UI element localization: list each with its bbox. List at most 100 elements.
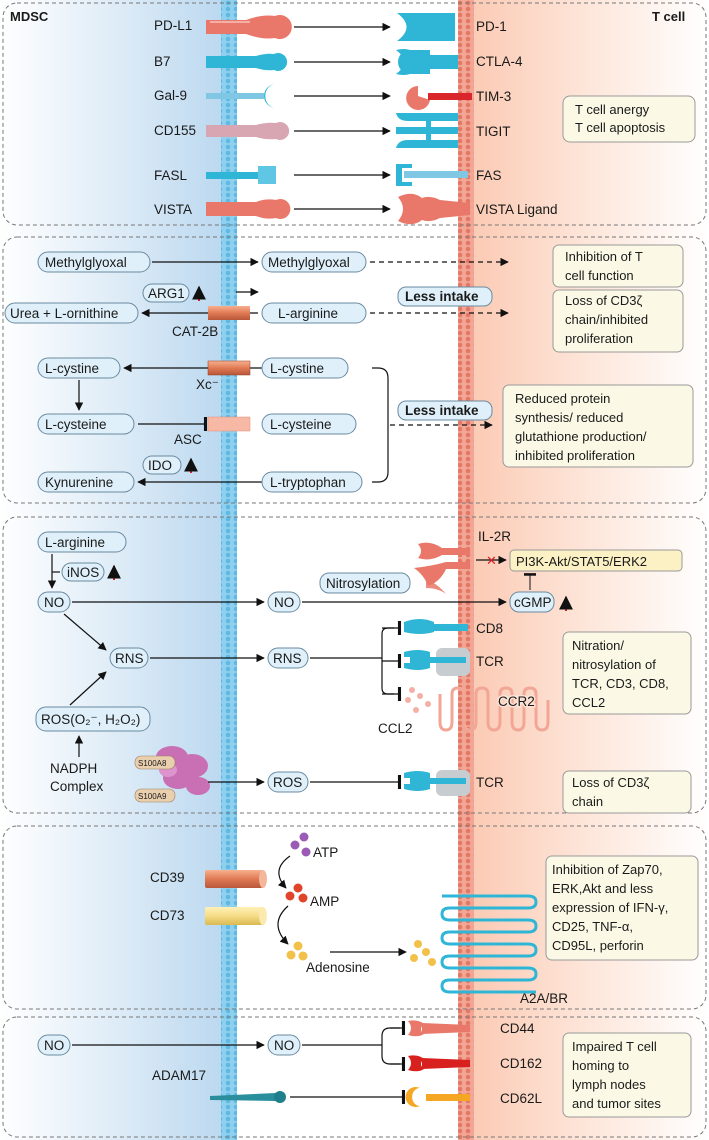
l-cystine-t: L-cystine bbox=[270, 361, 324, 376]
cd8-head bbox=[404, 619, 434, 634]
cat-2b-label: CAT-2B bbox=[172, 324, 218, 339]
amp-molecules bbox=[285, 883, 308, 903]
cd62l-label: CD62L bbox=[500, 1091, 543, 1106]
p3-out1-line2: nitrosylation of bbox=[572, 657, 656, 672]
p2-out1-line2: cell function bbox=[565, 268, 634, 283]
s100a9-label: S100A9 bbox=[138, 792, 167, 801]
ligand-gal-9: Gal-9 bbox=[154, 88, 187, 103]
outcome-box-p3-2 bbox=[562, 770, 692, 814]
l-arginine-t: L-arginine bbox=[278, 306, 338, 321]
l-arginine-p3: L-arginine bbox=[45, 535, 105, 550]
arg1-label: ARG1 bbox=[148, 286, 185, 301]
a2a-br-label: A2A/BR bbox=[520, 991, 568, 1006]
cd39-label: CD39 bbox=[150, 870, 185, 885]
no-t-box bbox=[267, 591, 301, 613]
less-intake-1: Less intake bbox=[405, 289, 479, 304]
arg1-box bbox=[142, 283, 190, 303]
s100a9-box bbox=[134, 788, 176, 803]
outcome-apoptosis: T cell apoptosis bbox=[575, 120, 666, 135]
p4-out-line3: expression of IFN-γ, bbox=[552, 900, 668, 915]
adenosine-label: Adenosine bbox=[306, 960, 370, 975]
cd8-shape bbox=[432, 624, 468, 631]
pathway-box bbox=[509, 549, 683, 572]
receptor-pd-1: PD-1 bbox=[476, 19, 507, 34]
ros-mdsc-label: ROS(O₂⁻, H₂O₂) bbox=[41, 712, 140, 727]
panel-checkpoints: PD-L1 PD-1 B7 CTLA-4 Gal-9 TIM-3 CD155 bbox=[154, 13, 696, 225]
atp-label: ATP bbox=[313, 845, 338, 860]
ligand-pd-l1: PD-L1 bbox=[154, 18, 192, 33]
gal-9-stalk bbox=[206, 93, 264, 99]
no-p5-t-box bbox=[267, 1034, 301, 1056]
urea-box bbox=[4, 302, 139, 324]
arrow-atp-amp bbox=[277, 855, 291, 889]
tim-3-shape bbox=[428, 93, 472, 100]
s100a8-label: S100A8 bbox=[138, 759, 167, 768]
kynurenine-box bbox=[37, 471, 135, 493]
l-cystine-mdsc: L-cystine bbox=[45, 361, 99, 376]
outcome-box-p2-1 bbox=[552, 244, 684, 288]
rns-mdsc: RNS bbox=[115, 651, 144, 666]
p5-out-line2: homing to bbox=[572, 1058, 629, 1073]
vista-shape bbox=[206, 199, 291, 219]
tigit-shape bbox=[396, 113, 458, 148]
methylglyoxal-t-box bbox=[261, 251, 367, 273]
tcr-shape-2 bbox=[404, 770, 470, 796]
fas-shape bbox=[404, 171, 468, 178]
tim-3-head bbox=[406, 86, 430, 110]
nadph-line2: Complex bbox=[50, 779, 104, 794]
p5-bracket bbox=[381, 1027, 400, 1065]
no-t: NO bbox=[274, 595, 294, 610]
inos-box bbox=[61, 562, 105, 582]
l-tryptophan-t: L-tryptophan bbox=[270, 475, 346, 490]
ligand-fasl: FASL bbox=[154, 168, 188, 183]
p2-out2-line1: Loss of CD3ζ bbox=[565, 293, 643, 308]
mdsc-header: MDSC bbox=[10, 9, 49, 24]
gal-9-shape bbox=[264, 84, 276, 108]
cd155-shape bbox=[206, 122, 290, 140]
l-arginine-box bbox=[261, 302, 367, 324]
cgmp-label: cGMP bbox=[514, 595, 552, 610]
p2-out3-line1: Reduced protein bbox=[515, 391, 610, 406]
ctla-4-shape bbox=[396, 50, 430, 74]
cd44-shape bbox=[422, 1023, 470, 1034]
rns-t-box bbox=[267, 647, 309, 669]
nadph-line1: NADPH bbox=[50, 761, 97, 776]
urea-label: Urea + L-ornithine bbox=[10, 306, 118, 321]
s100a8-box bbox=[134, 755, 176, 770]
nitrosylation-box bbox=[319, 572, 411, 594]
outcome-box-p4 bbox=[545, 855, 699, 961]
pd-1-shape bbox=[397, 13, 455, 41]
panel-homing: NO NO CD44 CD162 ADAM17 CD62L Impaired T… bbox=[37, 1020, 692, 1118]
ligand-vista: VISTA bbox=[154, 202, 192, 217]
nitrosylation-label: Nitrosylation bbox=[326, 576, 400, 591]
cd73-label: CD73 bbox=[150, 908, 185, 923]
p3-out1-line3: TCR, CD3, CD8, bbox=[572, 676, 669, 691]
cd62l-head bbox=[405, 1087, 420, 1107]
less-intake-box-2 bbox=[397, 400, 493, 421]
cd62l-shape bbox=[426, 1094, 470, 1101]
rns-t: RNS bbox=[273, 651, 302, 666]
xc-transporter bbox=[207, 360, 251, 376]
mdsc-membrane bbox=[221, 0, 237, 1140]
p5-out-line4: and tumor sites bbox=[572, 1096, 661, 1111]
l-cystine-mdsc-box bbox=[37, 357, 121, 379]
cd44-head bbox=[408, 1020, 424, 1037]
no-mdsc: NO bbox=[44, 595, 64, 610]
p2-out2-line3: proliferation bbox=[565, 331, 633, 346]
il-2r-shape bbox=[414, 542, 470, 594]
cat-2b-transporter bbox=[208, 306, 250, 320]
p2-out3-line4: inhibited proliferation bbox=[515, 448, 635, 463]
no-p5-t: NO bbox=[274, 1038, 294, 1053]
panel-amino-acids: Methylglyoxal Methylglyoxal ARG1 Urea + … bbox=[4, 244, 694, 493]
l-cysteine-t-box bbox=[261, 413, 357, 435]
tcell-header: T cell bbox=[652, 9, 685, 24]
methylglyoxal-mdsc: Methylglyoxal bbox=[45, 255, 127, 270]
outcome-box-anergy bbox=[562, 95, 696, 143]
vista-ligand-shape bbox=[398, 193, 470, 225]
fas-head bbox=[396, 164, 412, 186]
pathway-label: PI3K-Akt/STAT5/ERK2 bbox=[516, 554, 647, 569]
p2-out2-line2: chain/inhibited bbox=[565, 312, 648, 327]
p5-out-line3: lymph nodes bbox=[572, 1077, 646, 1092]
l-tryptophan-box bbox=[261, 471, 363, 493]
panel-adenosine: CD39 CD73 ATP AMP Adenosine bbox=[150, 832, 699, 1006]
